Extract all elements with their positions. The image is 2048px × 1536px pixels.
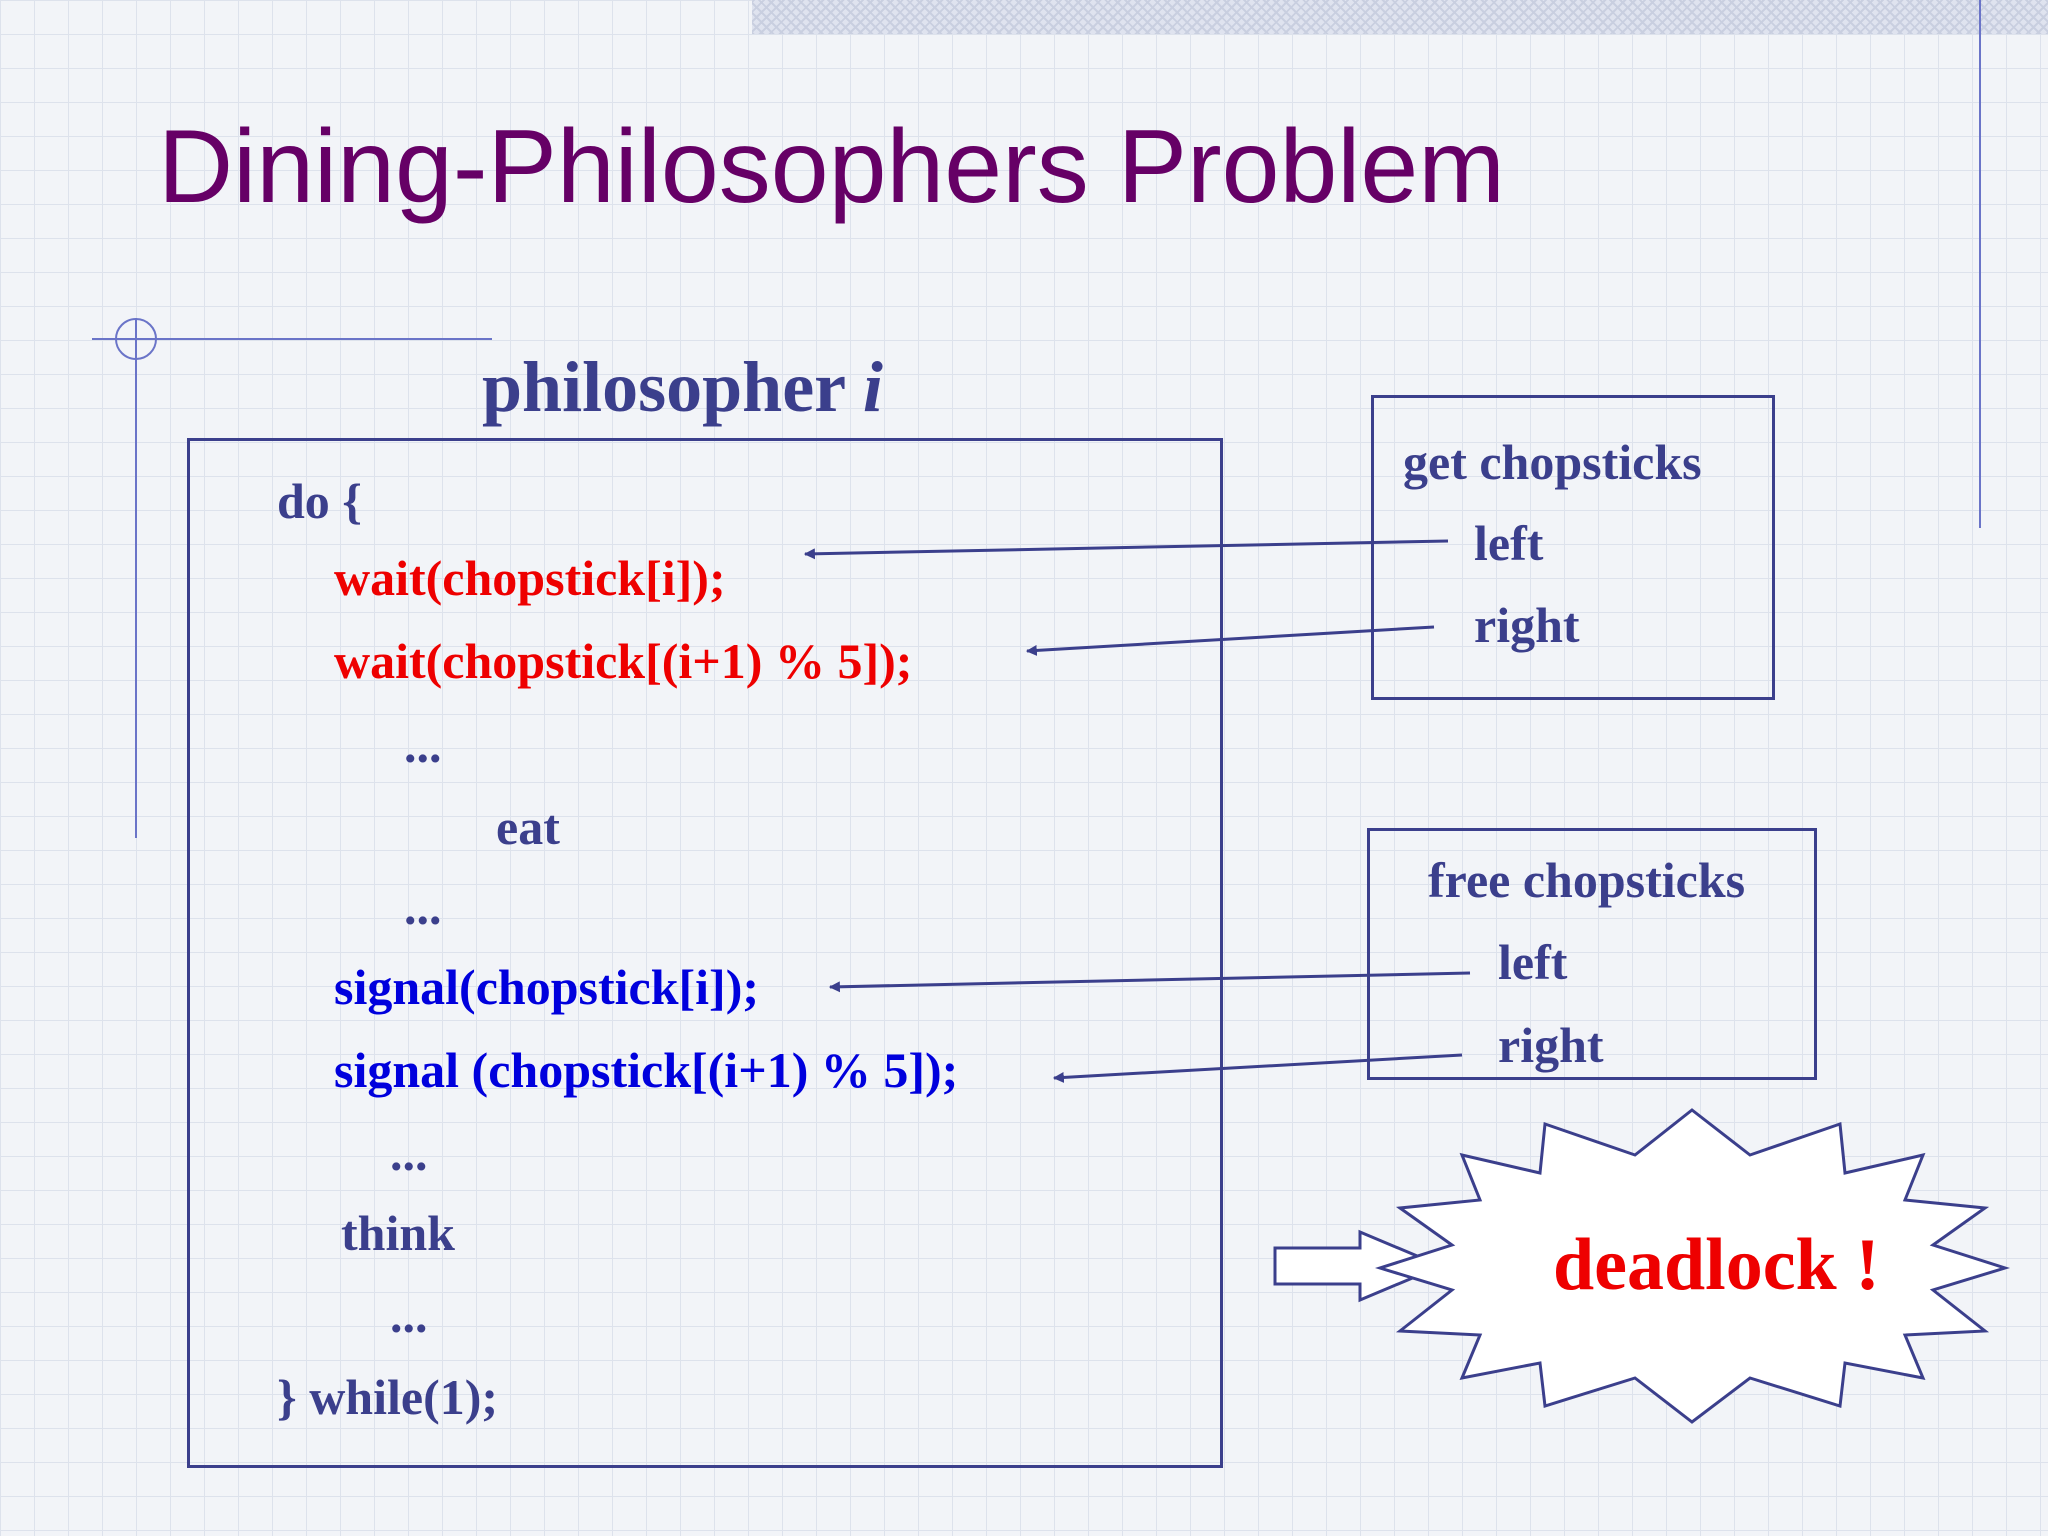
code-ellipsis: ... [390,1287,428,1343]
arrow-free-left [828,971,1471,993]
free-chopsticks-left: left [1498,934,1568,990]
code-line-do: do { [277,473,363,529]
deco-circle [115,318,157,360]
get-chopsticks-title: get chopsticks [1403,434,1702,490]
heading-variable: i [862,347,883,427]
block-arrow [1273,1229,1445,1303]
code-heading: philosopher i [482,347,883,427]
get-chopsticks-box [1371,395,1775,700]
code-ellipsis: ... [390,1125,428,1181]
slide-title: Dining-Philosophers Problem [158,109,1505,225]
code-box [187,438,1223,1468]
code-line-wait-right: wait(chopstick[(i+1) % 5]); [334,633,913,689]
deadlock-label: deadlock ! [1553,1224,1880,1306]
arrow-get-left [803,539,1449,560]
code-line-think: think [341,1205,455,1261]
code-line-signal-left: signal(chopstick[i]); [334,959,759,1015]
code-line-eat: eat [496,799,560,855]
top-decorative-band [752,0,2048,34]
code-ellipsis: ... [404,879,442,935]
get-chopsticks-left: left [1474,515,1544,571]
deadlock-burst [1374,1108,2011,1424]
code-line-wait-left: wait(chopstick[i]); [334,550,726,606]
free-chopsticks-title: free chopsticks [1428,852,1746,908]
free-chopsticks-box [1367,828,1817,1080]
code-line-signal-right: signal (chopstick[(i+1) % 5]); [334,1042,959,1098]
free-chopsticks-right: right [1498,1017,1604,1073]
code-ellipsis: ... [404,717,442,773]
arrow-get-right [1025,625,1435,656]
arrow-free-right [1052,1053,1463,1083]
heading-text: philosopher [482,347,845,427]
code-line-end: } while(1); [277,1369,499,1425]
get-chopsticks-right: right [1474,597,1580,653]
